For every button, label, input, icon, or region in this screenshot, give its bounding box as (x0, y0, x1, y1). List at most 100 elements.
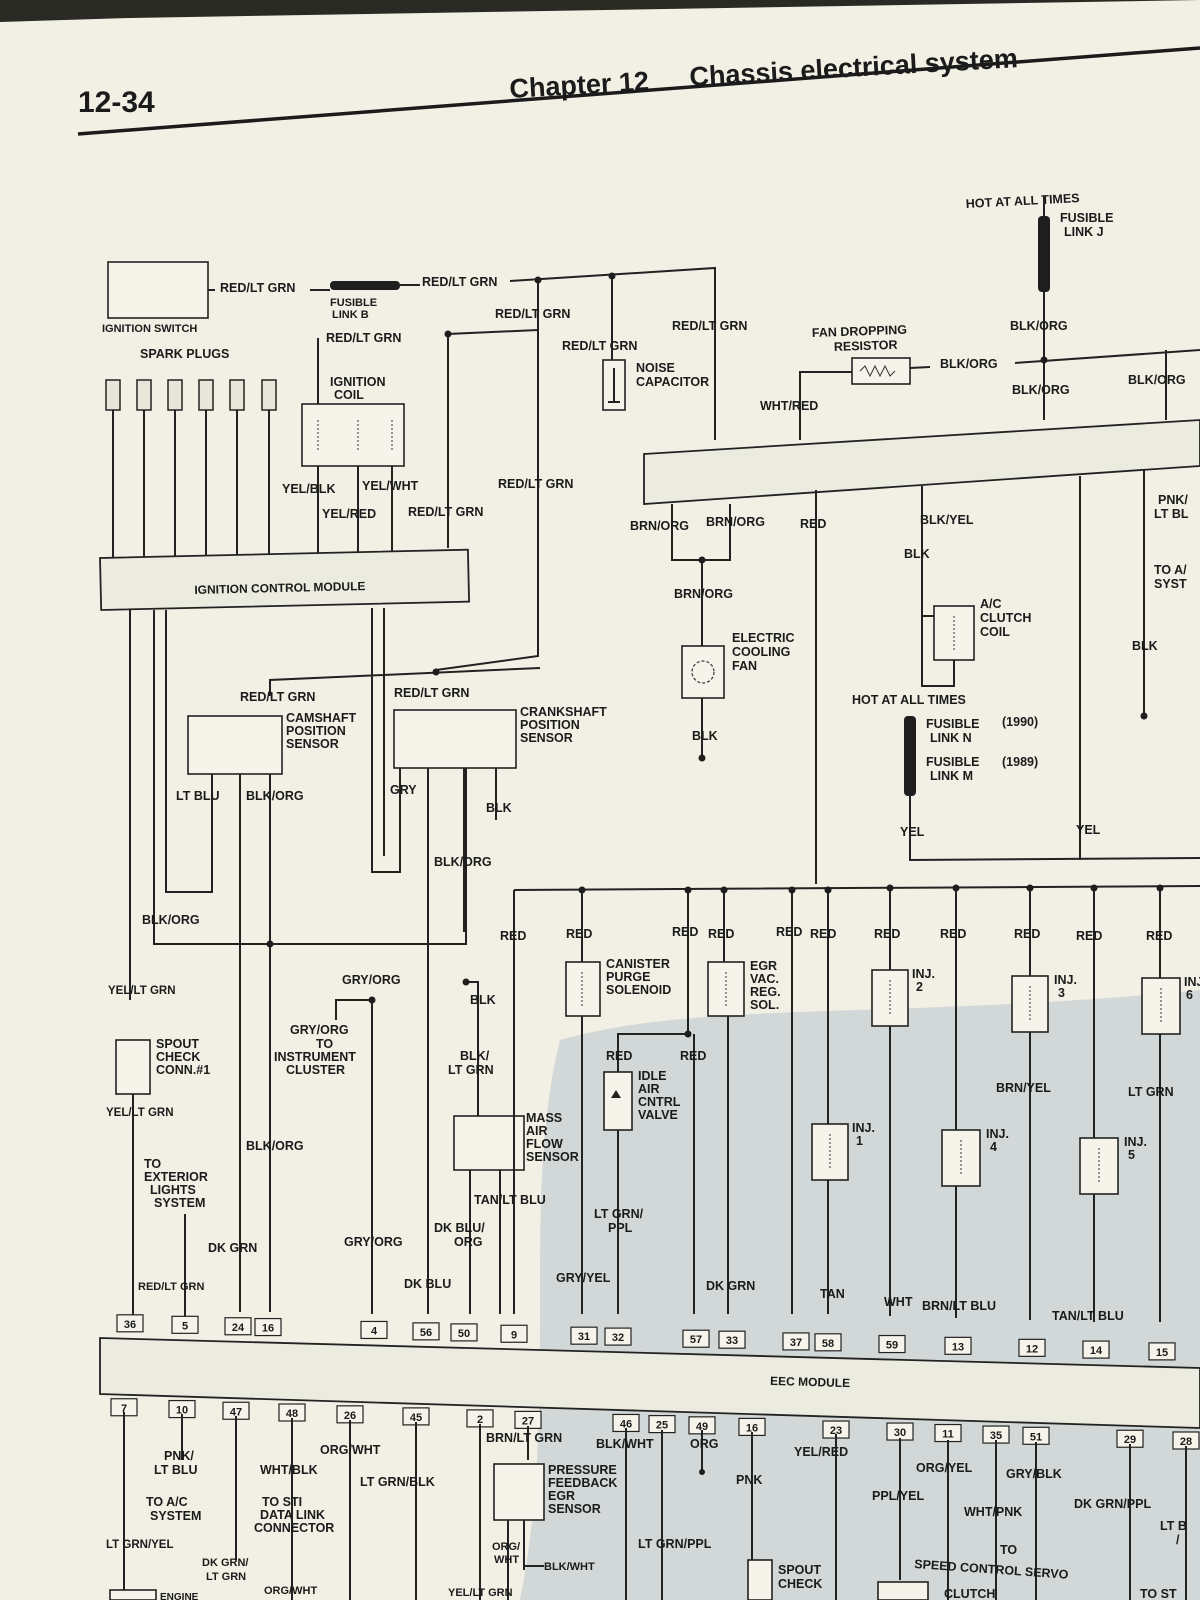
eec-pin-box (814, 1333, 842, 1352)
wire-label: BLK (692, 729, 718, 743)
wire (799, 349, 1200, 440)
pfe-label: FEEDBACK (548, 1476, 617, 1490)
wire (123, 1412, 1187, 1600)
eec-pin-number: 25 (656, 1420, 668, 1432)
wire-label: RED (500, 929, 526, 943)
wire-label: BRN/LT BLU (922, 1299, 996, 1313)
fusible-link-b-label: FUSIBLE (330, 297, 377, 309)
wire-label: RED/LT GRN (394, 686, 469, 700)
wire-label: RED (1076, 929, 1102, 943)
noise-capacitor-label: CAPACITOR (636, 375, 709, 389)
eec-pin-box (500, 1324, 528, 1343)
hot-at-all-times-label: HOT AT ALL TIMES (965, 191, 1079, 211)
wire-label: RED (940, 927, 966, 941)
ac-system-label: SYSTEM (150, 1509, 201, 1523)
wire (466, 981, 501, 1314)
ac-system-label: TO A/C (146, 1495, 188, 1509)
eec-pin-number: 30 (894, 1427, 906, 1439)
year-label: (1989) (1002, 755, 1038, 769)
wire-label: RED/LT GRN (220, 281, 295, 295)
to-ac-system-label: TO A/ (1154, 563, 1187, 577)
eec-pin-box (450, 1323, 478, 1342)
wire-label: PNK/ (1158, 493, 1188, 507)
wire-label: LT GRN (206, 1571, 246, 1583)
ignition-control-module (99, 548, 471, 611)
ignition-coil-label: IGNITION (330, 375, 386, 389)
eec-pin-number: 2 (477, 1414, 483, 1426)
eec-pin-number: 48 (286, 1408, 298, 1420)
pfe-label: PRESSURE (548, 1463, 617, 1477)
spark-plug (105, 379, 121, 558)
wire-label: RED (672, 925, 698, 939)
wire-label: BLK/ORG (1012, 383, 1070, 397)
wire-label: LT B (1160, 1519, 1187, 1533)
eec-pin-number: 9 (511, 1329, 517, 1341)
injector-5-box (1079, 1137, 1119, 1195)
wire-label: RED/LT GRN (498, 477, 573, 491)
wire-label: RED/LT GRN (422, 275, 497, 289)
eec-pin-number: 49 (696, 1421, 708, 1433)
wire-label: BLK (470, 993, 496, 1007)
capacitor-symbol (608, 368, 620, 403)
wire-label: WHT/RED (760, 399, 818, 413)
crankshaft-sensor-label: SENSOR (520, 731, 573, 745)
wire-label: YEL/RED (322, 507, 376, 521)
wire-label: ORG/WHT (264, 1585, 317, 1597)
hot-at-all-times-label: HOT AT ALL TIMES (852, 693, 966, 707)
injector-label: INJ. (852, 1121, 875, 1135)
eec-pin-number: 26 (344, 1410, 356, 1422)
ignition-switch-box (107, 261, 209, 319)
spout-lower-label: SPOUT (778, 1563, 821, 1577)
eec-pin-box (1148, 1342, 1176, 1361)
canister-purge-solenoid-box (565, 961, 601, 1017)
crankshaft-position-sensor-box (393, 709, 517, 769)
fusible-link-j-label: FUSIBLE (1060, 211, 1113, 225)
electric-cooling-fan-label: COOLING (732, 645, 790, 659)
fusible-link-m-label: FUSIBLE (926, 755, 979, 769)
fusible-link-m-label: LINK M (930, 769, 973, 783)
wire (239, 768, 497, 1314)
wire-label: LT BLU (154, 1463, 198, 1477)
wire-label: PNK/ (164, 1449, 194, 1463)
electric-cooling-fan-label: FAN (732, 659, 757, 673)
wire (791, 888, 1161, 1322)
spark-plug (198, 379, 214, 558)
pfe-label: SENSOR (548, 1502, 601, 1516)
junction-dots (266, 272, 1164, 1038)
eec-pin-box (116, 1314, 144, 1333)
instrument-cluster-label: TO (316, 1037, 333, 1051)
eec-pin-box (412, 1322, 440, 1341)
eec-pin-box (604, 1327, 632, 1346)
wire-label: ORG/ (492, 1541, 520, 1553)
fan-dropping-resistor-label: RESISTOR (834, 338, 898, 354)
eec-pin-number: 28 (1180, 1436, 1192, 1448)
wire-label: LT GRN/ (594, 1207, 644, 1221)
to-ac-system-label: SYST (1154, 577, 1187, 591)
spout-check-label: SPOUT (156, 1037, 199, 1051)
resistor-zigzag (859, 364, 896, 378)
wire-label: RED (1014, 927, 1040, 941)
exterior-lights-label: TO (144, 1157, 161, 1171)
eec-pin-number: 33 (726, 1335, 738, 1347)
wire-label: DK GRN (706, 1279, 755, 1293)
wire-label: YEL (1076, 823, 1101, 837)
spark-plugs-label: SPARK PLUGS (140, 347, 229, 361)
egr-label: VAC. (750, 972, 779, 986)
camshaft-position-sensor-box (187, 715, 283, 775)
wire (507, 1520, 544, 1600)
wire-label: TAN (820, 1287, 845, 1301)
eec-pin-number: 4 (371, 1325, 378, 1337)
fusible-link-n-label: LINK N (930, 731, 972, 745)
wire-label: RED/LT GRN (562, 339, 637, 353)
wire (129, 608, 541, 1000)
wire-label: GRY/BLK (1006, 1467, 1062, 1481)
eec-pin-number: 56 (420, 1327, 432, 1339)
injector-label: 2 (916, 980, 923, 994)
eec-pin-number: 31 (578, 1331, 590, 1343)
eec-pin-number: 7 (121, 1403, 127, 1415)
wire-label: RED (810, 927, 836, 941)
injector-label: 4 (990, 1140, 997, 1154)
camshaft-sensor-label: SENSOR (286, 737, 339, 751)
fusible-link-n-label: FUSIBLE (926, 717, 979, 731)
injector-label: INJ. (1124, 1135, 1147, 1149)
